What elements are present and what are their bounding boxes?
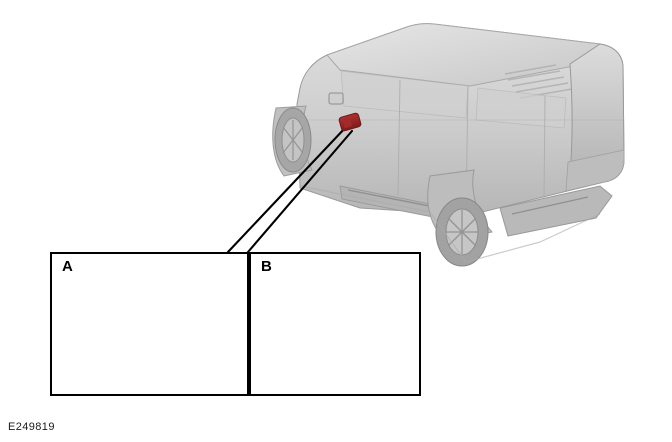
- door-handle: [328, 92, 344, 105]
- vehicle-illustration: [272, 23, 625, 267]
- detail-box-a-label: A: [62, 258, 73, 275]
- figure-id: E249819: [8, 421, 55, 433]
- component-location-marker: [338, 112, 362, 132]
- detail-box-b-label: B: [261, 258, 272, 275]
- leader-lines: [226, 125, 354, 254]
- detail-box-b: [249, 252, 421, 396]
- detail-box-a: [50, 252, 249, 396]
